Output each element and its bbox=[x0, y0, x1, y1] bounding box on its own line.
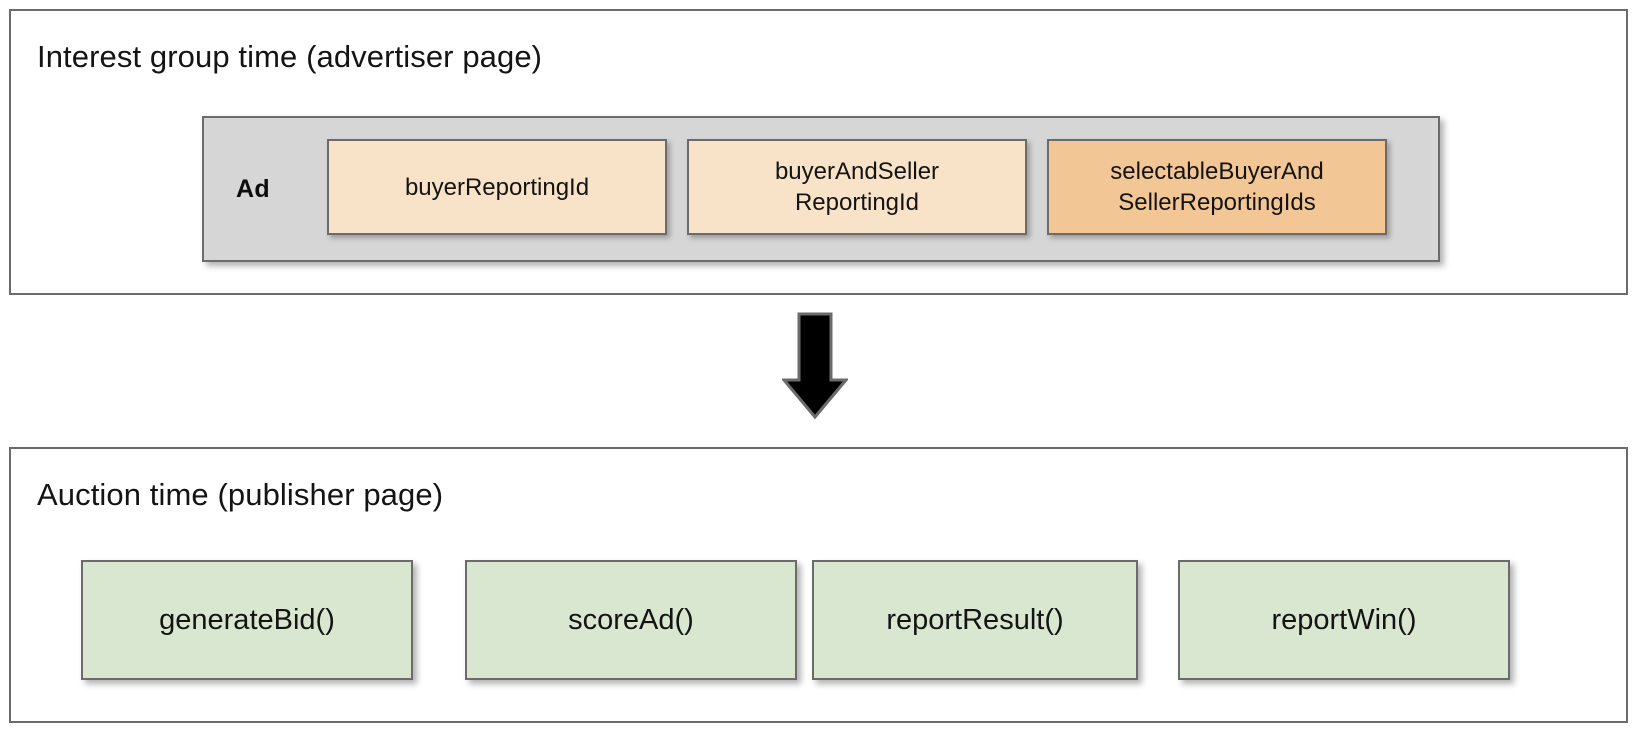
reporting-id-label-line-2: SellerReportingIds bbox=[1118, 189, 1316, 216]
function-label: reportResult() bbox=[886, 603, 1064, 636]
function-label: reportWin() bbox=[1271, 603, 1417, 636]
reporting-id-label: selectableBuyerAnd SellerReportingIds bbox=[1110, 156, 1323, 218]
reporting-id-box-selectable-buyer-and-seller-reporting-ids[interactable]: selectableBuyerAnd SellerReportingIds bbox=[1047, 139, 1387, 235]
reporting-id-label: buyerAndSeller ReportingId bbox=[775, 156, 939, 218]
reporting-id-label-line-1: buyerAndSeller bbox=[774, 158, 940, 185]
arrow-down-icon bbox=[782, 312, 848, 420]
function-label: generateBid() bbox=[159, 603, 335, 636]
ad-label: Ad bbox=[236, 174, 270, 203]
function-box-generate-bid[interactable]: generateBid() bbox=[81, 560, 413, 680]
function-label: scoreAd() bbox=[568, 603, 694, 636]
section-auction-time: Auction time (publisher page) generateBi… bbox=[9, 447, 1628, 723]
reporting-id-box-buyer-and-seller-reporting-id[interactable]: buyerAndSeller ReportingId bbox=[687, 139, 1027, 235]
reporting-id-label: buyerReportingId bbox=[404, 173, 590, 201]
reporting-id-label-line-2: ReportingId bbox=[794, 189, 920, 216]
function-box-report-result[interactable]: reportResult() bbox=[812, 560, 1138, 680]
section-title-publisher: Auction time (publisher page) bbox=[37, 477, 444, 512]
function-box-score-ad[interactable]: scoreAd() bbox=[465, 560, 797, 680]
section-interest-group-time: Interest group time (advertiser page) Ad… bbox=[9, 9, 1628, 295]
ad-group-container: Ad buyerReportingId buyerAndSeller Repor… bbox=[202, 116, 1440, 262]
reporting-id-label-line-1: selectableBuyerAnd bbox=[1110, 158, 1324, 185]
reporting-id-box-buyer-reporting-id[interactable]: buyerReportingId bbox=[327, 139, 667, 235]
function-box-report-win[interactable]: reportWin() bbox=[1178, 560, 1510, 680]
section-title-advertiser: Interest group time (advertiser page) bbox=[37, 39, 543, 74]
